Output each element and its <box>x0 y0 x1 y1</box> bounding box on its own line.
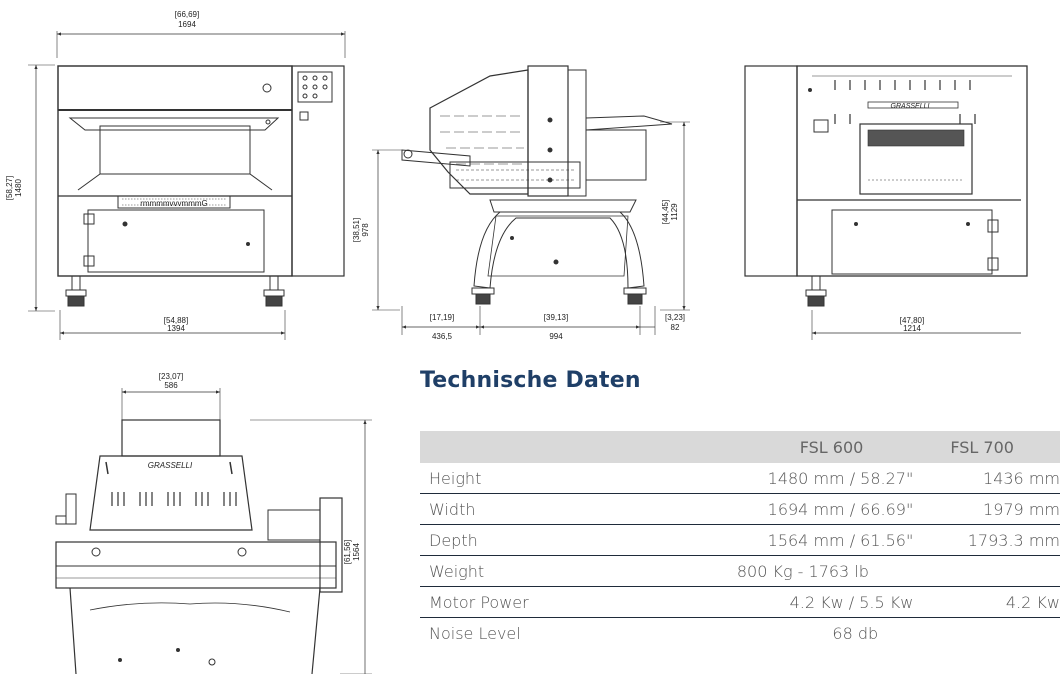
top-view-drawing <box>55 388 372 674</box>
row-label: Depth <box>420 524 693 556</box>
front-width-mm: 1694 <box>178 20 196 29</box>
table-row: Weight 800 Kg - 1763 lb <box>420 555 1060 587</box>
front-view-drawing <box>28 31 346 340</box>
row-value-fsl700: 1979 mm <box>917 493 1060 525</box>
front-height-mm: 1480 <box>14 179 23 197</box>
side-height2-in: [44,45] <box>661 200 670 224</box>
front-logo: rmmmmvvvmmmG <box>140 199 208 208</box>
top-depth-in: [61,56] <box>343 540 352 564</box>
row-value-fsl600: 1480 mm / 58.27" <box>692 463 918 494</box>
row-value-fsl700: 1436 mm <box>917 463 1060 494</box>
table-row: Depth 1564 mm / 61.56" 1793.3 mm <box>420 524 1060 556</box>
table-row: Motor Power 4.2 Kw / 5.5 Kw 4.2 Kw <box>420 586 1060 618</box>
row-value-noise: 68 db <box>832 623 879 643</box>
section-title: Technische Daten <box>420 368 641 393</box>
top-brand: GRASSELLI <box>148 461 193 470</box>
side-view-drawing <box>372 65 690 335</box>
technical-drawings: rmmmmvvvmmmG [66,69] 1694 [58,27] 1480 [… <box>5 10 1028 674</box>
side-seg2-mm: 994 <box>549 332 563 341</box>
front-width-in: [66,69] <box>175 10 199 19</box>
header-label <box>420 431 693 463</box>
row-value-fsl700: 4.2 Kw <box>917 586 1060 618</box>
row-value-fsl600: 1694 mm / 66.69" <box>692 493 918 525</box>
table-row: Width 1694 mm / 66.69" 1979 mm <box>420 493 1060 525</box>
side-seg1-in: [17,19] <box>430 313 454 322</box>
side-height1-in: [38,51] <box>352 218 361 242</box>
row-label: Noise Level <box>429 623 521 643</box>
side-seg2-in: [39,13] <box>544 313 568 322</box>
row-value-fsl700: 1793.3 mm <box>917 524 1060 556</box>
row-label: Weight <box>420 555 693 587</box>
row-value-fsl600: 1564 mm / 61.56" <box>692 524 918 556</box>
table-header-row: FSL 600 FSL 700 <box>420 431 1060 463</box>
row-value-fsl600: 800 Kg - 1763 lb <box>692 555 918 587</box>
row-label: Width <box>420 493 693 525</box>
side-height2-mm: 1129 <box>670 203 679 221</box>
row-label: Motor Power <box>420 586 693 618</box>
front-base-mm: 1394 <box>167 324 185 333</box>
rear-width-in: [47,80] <box>900 316 924 325</box>
row-value-fsl700 <box>917 555 1060 587</box>
table-row: Height 1480 mm / 58.27" 1436 mm <box>420 463 1060 494</box>
side-seg3-in: [3,23] <box>665 313 685 322</box>
top-depth-mm: 1564 <box>352 543 361 561</box>
spec-table: FSL 600 FSL 700 Height 1480 mm / 58.27" … <box>420 431 1060 648</box>
rear-view-drawing <box>744 65 1028 340</box>
top-width-mm: 586 <box>164 381 178 390</box>
header-fsl700: FSL 700 <box>917 431 1060 463</box>
front-height-in: [58,27] <box>5 176 14 200</box>
rear-width-mm: 1214 <box>903 324 921 333</box>
table-row: Noise Level 68 db <box>420 618 1060 649</box>
header-fsl600: FSL 600 <box>692 431 918 463</box>
front-base-in: [54,88] <box>164 316 188 325</box>
row-value-fsl600: 4.2 Kw / 5.5 Kw <box>692 586 918 618</box>
top-width-in: [23,07] <box>159 372 183 381</box>
side-seg1-mm: 436,5 <box>432 332 453 341</box>
side-seg3-mm: 82 <box>671 323 680 332</box>
row-label: Height <box>420 463 693 494</box>
rear-brand: GRASSELLI <box>891 103 930 110</box>
side-height1-mm: 978 <box>361 223 370 237</box>
